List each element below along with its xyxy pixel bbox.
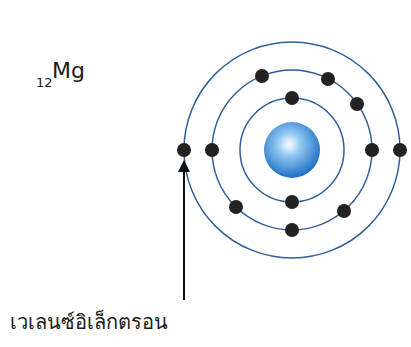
electrons — [177, 69, 407, 237]
element-symbol: Mg — [52, 60, 85, 82]
valence-label: เวเลนซ์อิเล็กตรอน — [10, 312, 168, 332]
orbit-outer — [184, 42, 400, 258]
arrow-head — [178, 160, 190, 172]
orbit-middle — [212, 70, 372, 230]
nucleus — [264, 122, 320, 178]
orbit-inner — [240, 98, 344, 202]
atomic-number: 12 — [36, 76, 53, 89]
leader-arrow — [183, 168, 185, 300]
